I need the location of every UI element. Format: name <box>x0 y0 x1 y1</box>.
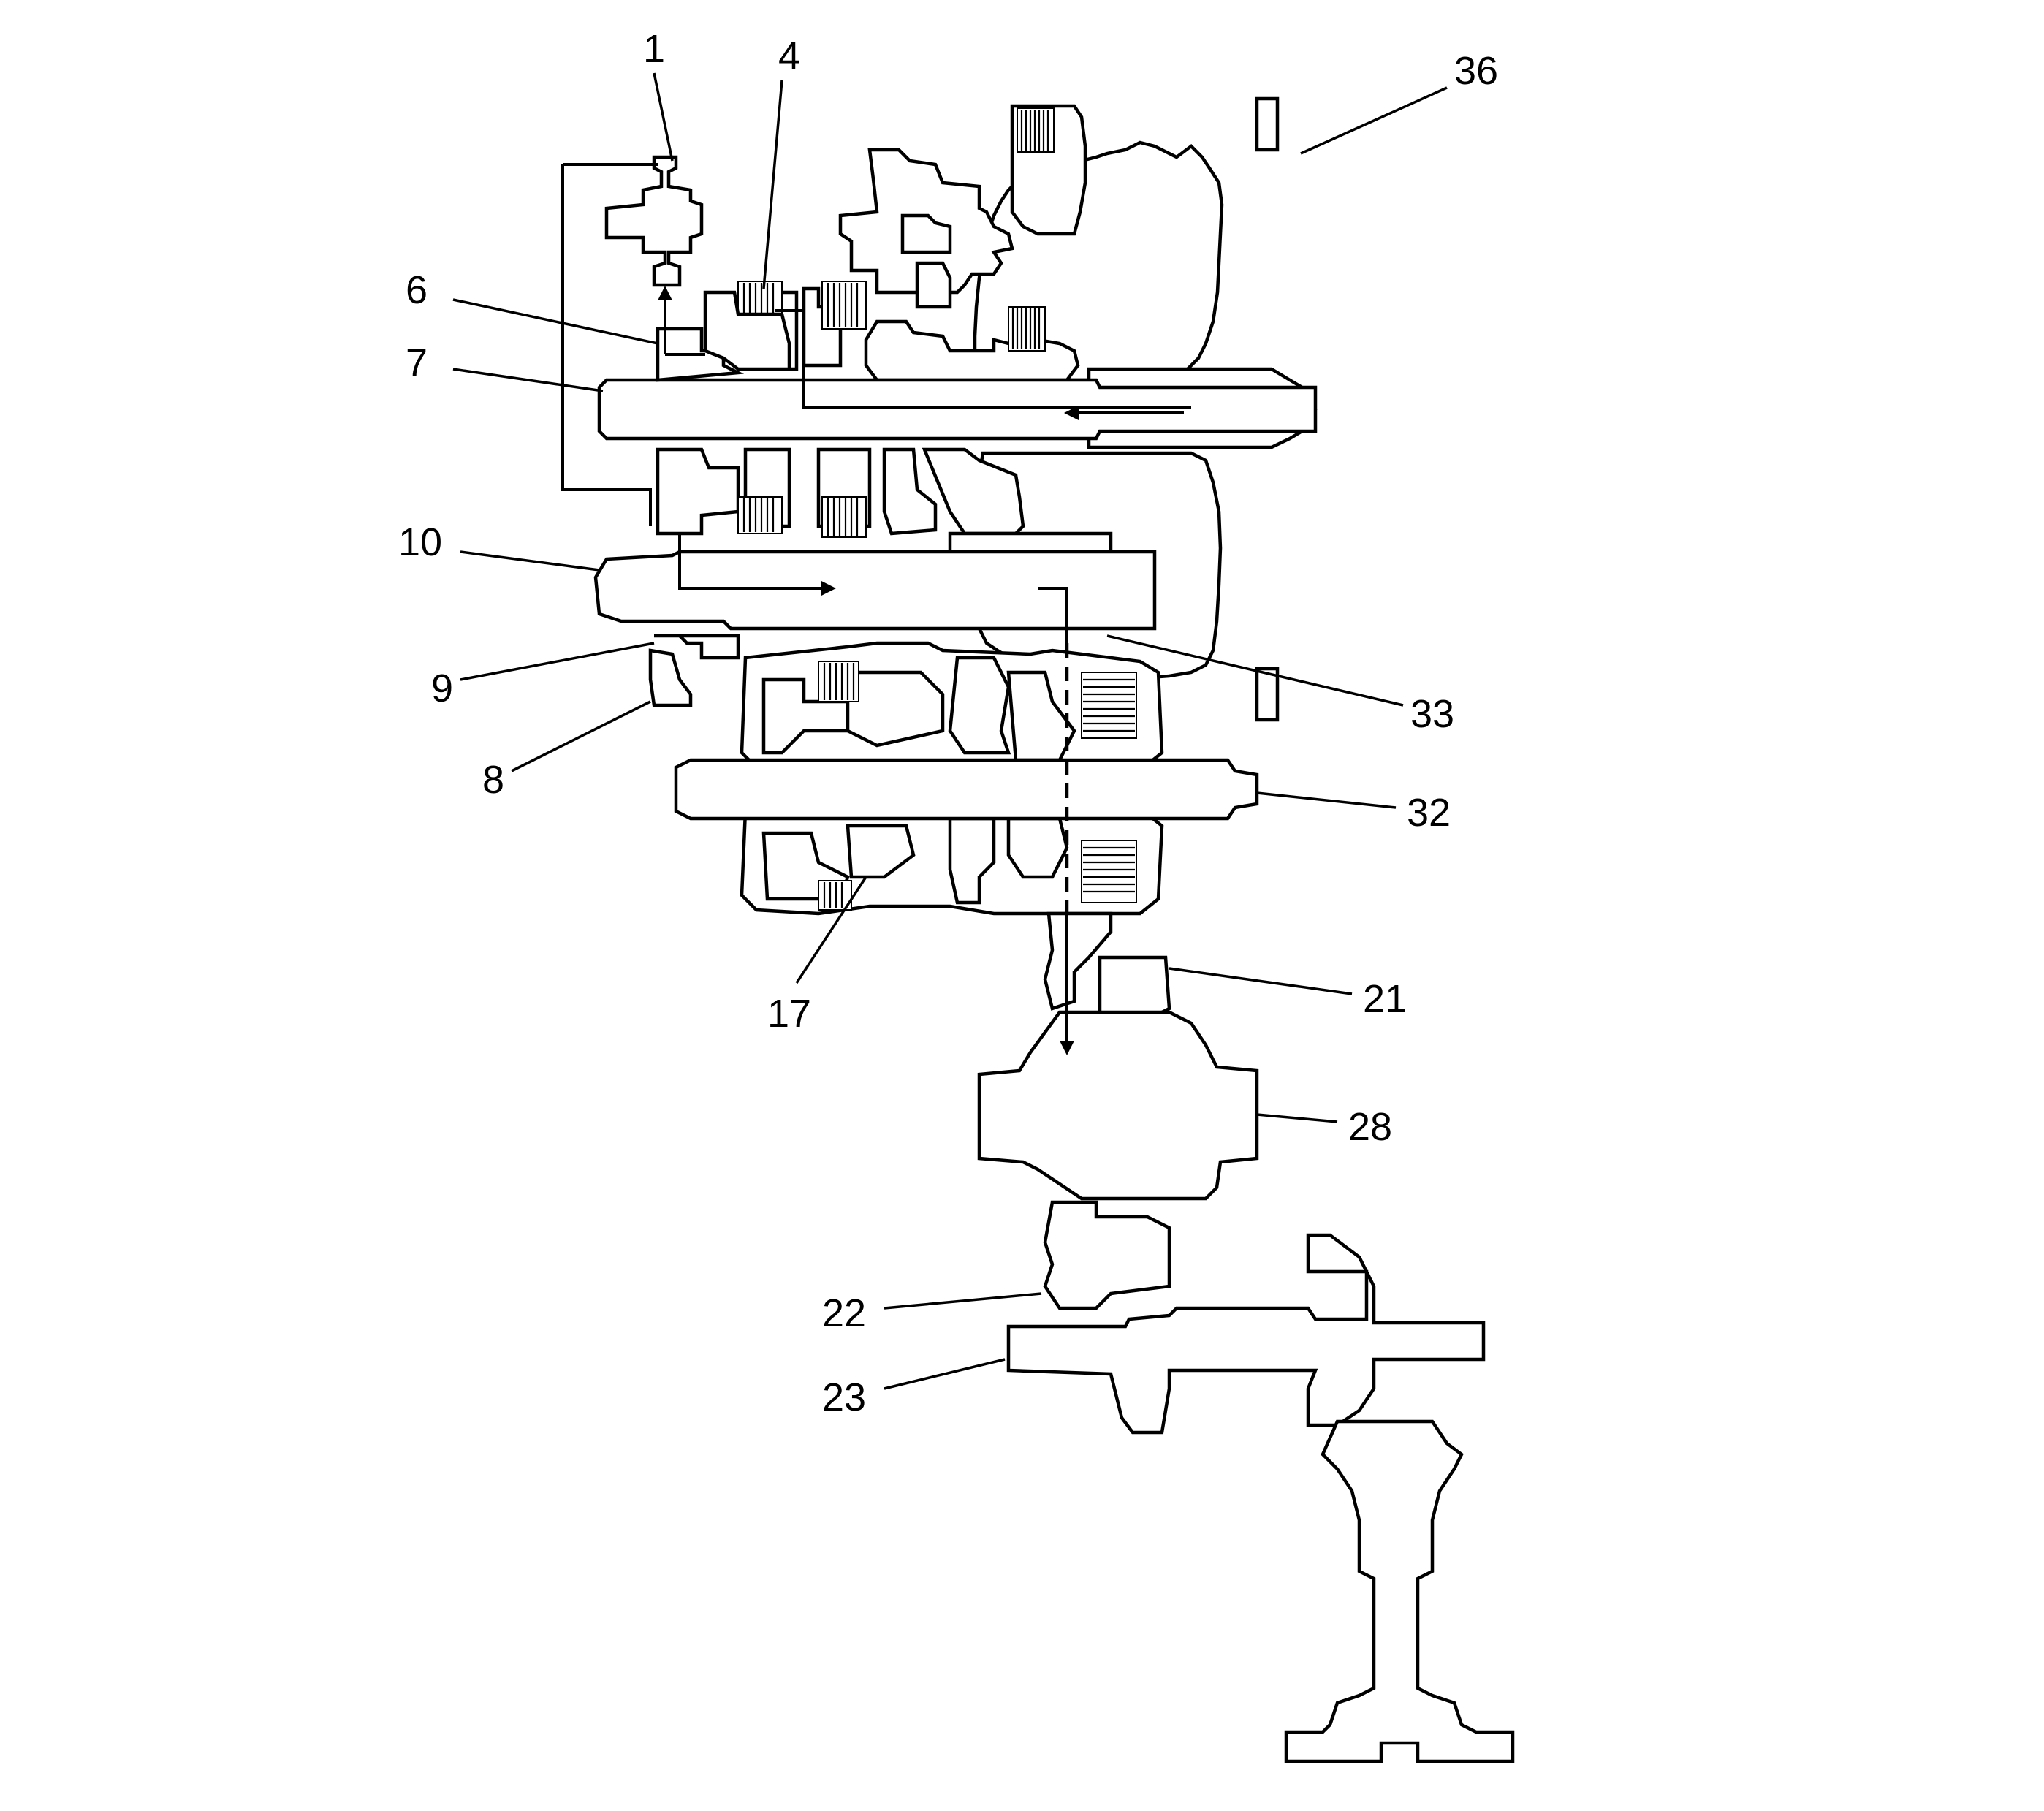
component-1 <box>604 155 704 287</box>
callout-23: 23 <box>822 1375 866 1419</box>
leader-lines <box>452 72 1448 1390</box>
callout-32: 32 <box>1407 791 1451 835</box>
callout-17: 17 <box>767 992 811 1036</box>
power-flow-path <box>561 163 1191 1055</box>
callout-36: 36 <box>1454 49 1498 93</box>
gear-22 <box>1043 1200 1171 1310</box>
final-drive-28 <box>977 1010 1259 1201</box>
callout-6: 6 <box>406 268 428 312</box>
component-8-9 <box>648 634 740 707</box>
callout-1: 1 <box>643 27 665 71</box>
callout-33: 33 <box>1410 692 1454 736</box>
mid-clutch-plates <box>737 496 867 538</box>
callout-10: 10 <box>398 520 442 564</box>
callout-labels: 1 4 6 7 8 9 10 17 21 22 23 28 32 33 36 <box>398 27 1498 1419</box>
callout-9: 9 <box>431 667 453 710</box>
shaft-10 <box>593 550 1157 631</box>
lower-clutch-plates <box>818 661 1137 911</box>
housing-6 <box>703 290 791 371</box>
callout-7: 7 <box>406 341 428 385</box>
differential-23 <box>1006 1233 1515 1763</box>
upper-clutch-plate-pack <box>1008 107 1055 352</box>
callout-22: 22 <box>822 1291 866 1335</box>
callout-4: 4 <box>778 34 800 78</box>
shaft-32 <box>674 758 1259 821</box>
transfer-drive-21 <box>1043 911 1171 1018</box>
callout-21: 21 <box>1363 977 1407 1021</box>
callout-8: 8 <box>482 758 504 802</box>
callout-28: 28 <box>1348 1105 1392 1149</box>
